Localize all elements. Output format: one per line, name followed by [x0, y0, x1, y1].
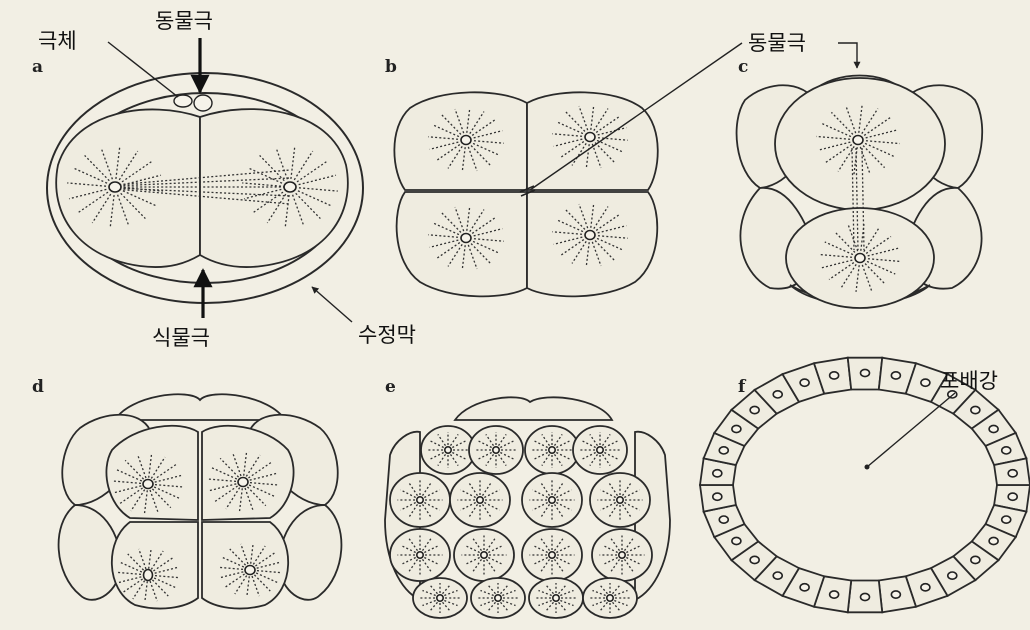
panel-a: a 극체 동물극 식물극 수정막: [32, 9, 416, 350]
blastula-nucleus: [800, 584, 809, 591]
blastula-nucleus: [891, 372, 900, 379]
blastula-nucleus: [732, 537, 741, 544]
nucleus-e: [495, 595, 501, 601]
pointer-polar-body: [108, 42, 178, 97]
nucleus-b-4: [585, 231, 595, 240]
nucleus-e: [549, 497, 555, 503]
blastula-nucleus: [861, 369, 870, 376]
nucleus-b-1: [461, 136, 471, 145]
panel-b: b: [385, 57, 658, 296]
micromeres-d: [115, 394, 285, 420]
blastula-nucleus: [1002, 447, 1011, 454]
blastula-nucleus: [861, 593, 870, 600]
nucleus-c-upper: [853, 136, 863, 145]
blastomere-d-mid-3: [112, 522, 198, 609]
nucleus-d-4: [245, 566, 255, 575]
blastula-nucleus: [800, 379, 809, 386]
blastula-nucleus: [989, 425, 998, 432]
blastula-nucleus: [773, 391, 782, 398]
panel-letter-e: e: [385, 377, 396, 397]
blastula-nucleus: [719, 516, 728, 523]
blastomere-b-4: [527, 192, 657, 296]
panel-d: d: [32, 377, 341, 609]
panel-letter-b: b: [385, 57, 397, 77]
label-animal-pole-a: 동물극: [155, 9, 213, 33]
cell-grid-e: [390, 426, 652, 618]
blastula-nucleus: [713, 493, 722, 500]
nucleus-e: [437, 595, 443, 601]
blastula-nucleus: [1008, 470, 1017, 477]
panel-letter-f: f: [738, 377, 747, 397]
nucleus-e: [549, 552, 555, 558]
pointer-blastocoel: [867, 393, 955, 467]
blastula-nucleus: [750, 406, 759, 413]
blastula-nucleus: [989, 537, 998, 544]
blastula-nucleus: [971, 406, 980, 413]
polar-body-2: [194, 95, 212, 111]
blastula-nucleus: [830, 372, 839, 379]
nucleus-e: [617, 497, 623, 503]
label-fertilization-membrane: 수정막: [358, 323, 416, 347]
blastomere-d-lower-left: [59, 505, 121, 600]
blastula-nucleus: [830, 591, 839, 598]
blastula-nucleus: [1008, 493, 1017, 500]
pointer-animal-pole-c: [838, 43, 857, 68]
blastula-nucleus: [719, 447, 728, 454]
panel-letter-a: a: [32, 57, 43, 77]
nucleus-c-lower: [855, 254, 865, 263]
nucleus-e: [607, 595, 613, 601]
label-polar-body: 극체: [38, 29, 77, 53]
blastula-nucleus: [921, 379, 930, 386]
nucleus-d-3: [144, 570, 153, 581]
nucleus-e: [619, 552, 625, 558]
nucleus-e: [417, 552, 423, 558]
panel-letter-c: c: [738, 57, 748, 77]
blastomere-d-lower-right: [279, 505, 341, 600]
blastula-nucleus: [773, 572, 782, 579]
label-vegetal-pole: 식물극: [152, 326, 210, 350]
nucleus-d-1: [143, 480, 153, 489]
panel-f: f 포배강: [700, 358, 1030, 613]
panel-e: e: [385, 377, 670, 618]
nucleus-e: [477, 497, 483, 503]
label-animal-pole-bc: 동물극: [748, 31, 806, 55]
panel-letter-d: d: [32, 377, 44, 397]
nucleus-d-2: [238, 478, 248, 487]
panel-c: c: [737, 57, 983, 308]
nucleus-e: [597, 447, 603, 453]
blastula-nucleus: [750, 556, 759, 563]
nucleus-e: [553, 595, 559, 601]
nucleus-e: [493, 447, 499, 453]
blastula-nucleus: [948, 572, 957, 579]
nucleus-e: [481, 552, 487, 558]
blastula-nucleus: [921, 584, 930, 591]
nucleus-e: [417, 497, 423, 503]
blastomere-right: [200, 109, 348, 267]
blastula-nucleus: [891, 591, 900, 598]
blastula-ring: [700, 358, 1030, 613]
blastula-nucleus: [971, 556, 980, 563]
label-blastocoel: 포배강: [940, 369, 998, 393]
nucleus-e: [549, 447, 555, 453]
blastula-nucleus: [732, 425, 741, 432]
blastula-nucleus: [1002, 516, 1011, 523]
nucleus-b-2: [585, 133, 595, 142]
nucleus-e: [445, 447, 451, 453]
nucleus-left: [109, 182, 121, 192]
nucleus-b-3: [461, 234, 471, 243]
nucleus-right: [284, 182, 296, 192]
micromeres-e: [455, 397, 612, 420]
blastula-nucleus: [713, 470, 722, 477]
pointer-fertilization-membrane: [312, 287, 352, 322]
